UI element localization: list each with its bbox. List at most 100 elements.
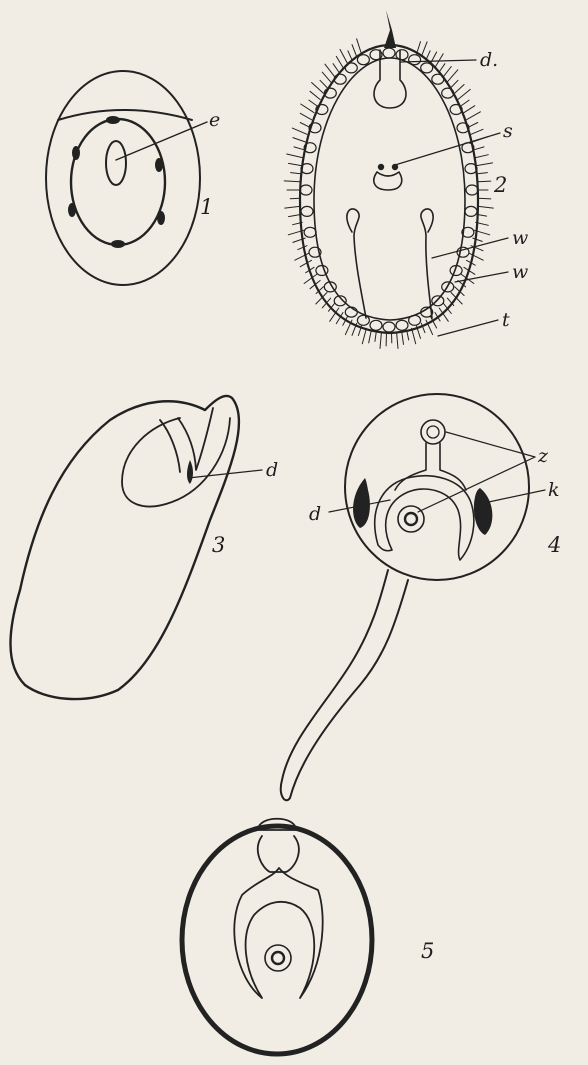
- fig4-lower-cell-ring: [398, 506, 424, 532]
- cilium: [474, 147, 484, 150]
- cilium: [469, 123, 478, 127]
- fig4-lower-cell-core: [405, 513, 417, 525]
- label-w-2: w: [512, 261, 528, 283]
- cilium: [285, 206, 301, 208]
- cilium: [461, 100, 469, 106]
- figure-number-1: 1: [200, 195, 213, 219]
- epidermal-cell: [357, 315, 369, 325]
- cilium: [421, 42, 427, 57]
- fig4-tail: [281, 570, 408, 800]
- cilium: [294, 147, 304, 150]
- leader-t: [438, 320, 498, 336]
- epidermal-cell: [334, 74, 346, 84]
- epidermal-cell: [396, 50, 408, 60]
- egg-nucleus: [106, 141, 126, 185]
- epidermal-cell: [442, 88, 454, 98]
- cilium: [322, 72, 331, 82]
- epidermal-cell: [421, 63, 433, 73]
- cilium: [320, 80, 327, 87]
- cilium: [476, 155, 489, 158]
- figure-number-4: 4: [547, 533, 561, 557]
- label-s: s: [503, 120, 513, 142]
- epidermal-cell: [370, 320, 382, 330]
- epidermal-cell: [304, 227, 316, 237]
- cilium: [300, 113, 311, 119]
- cilium: [455, 85, 465, 94]
- epidermal-cell: [465, 206, 477, 216]
- fig4-body: [345, 394, 529, 580]
- label-e: e: [209, 109, 220, 131]
- cilium: [443, 67, 451, 77]
- cilium: [336, 56, 343, 67]
- larva-inner-wall: [314, 58, 465, 320]
- fig3-notch: [178, 408, 213, 470]
- cilium: [290, 198, 300, 199]
- cilium: [300, 123, 309, 127]
- epidermal-cell: [383, 48, 395, 58]
- epidermal-cell: [432, 296, 444, 306]
- cilium: [291, 173, 301, 174]
- larva-outer-wall: [300, 45, 478, 333]
- label-d-fig4: d: [309, 503, 321, 525]
- epidermal-cell: [345, 63, 357, 73]
- cilium: [473, 238, 482, 241]
- cilium: [357, 39, 362, 54]
- epidermal-cell: [409, 55, 421, 65]
- cilium: [352, 45, 357, 57]
- figure-5-cyst: 5: [182, 819, 434, 1054]
- eyespot-left: [378, 164, 384, 170]
- fig3-pigment: [187, 460, 193, 484]
- cilium: [477, 173, 487, 174]
- cilium: [397, 333, 398, 349]
- epidermal-cell: [409, 315, 421, 325]
- cilium: [348, 51, 352, 60]
- label-d-fig3: d: [266, 459, 278, 481]
- epidermal-cell: [396, 320, 408, 330]
- cilium: [325, 64, 335, 77]
- cilium: [467, 112, 481, 120]
- label-d-fig2: d.: [480, 49, 498, 71]
- cilium: [477, 206, 493, 208]
- cilium: [478, 198, 491, 199]
- label-t: t: [502, 309, 510, 331]
- fig5-cell-ring: [265, 945, 291, 971]
- epidermal-cell: [357, 55, 369, 65]
- figure-number-5: 5: [421, 939, 434, 963]
- label-w-1: w: [512, 227, 528, 249]
- larva-cilia: [284, 39, 493, 349]
- label-k: k: [548, 479, 560, 501]
- fig3-inner-lobe: [122, 418, 230, 506]
- cilium: [458, 89, 470, 99]
- figure-3-larva: d 3: [10, 396, 278, 699]
- cilium: [309, 100, 317, 106]
- fig5-horseshoe: [234, 868, 322, 998]
- cilium: [478, 181, 491, 182]
- cilium: [298, 246, 307, 250]
- cilium: [292, 128, 307, 134]
- leader-z-1: [446, 432, 535, 457]
- leader-w2: [455, 272, 508, 282]
- cilium: [380, 333, 381, 349]
- figure-1-egg: e 1: [46, 71, 220, 285]
- leader-d-fig3: [188, 470, 262, 478]
- cilium: [375, 332, 376, 342]
- leader-k: [484, 490, 545, 503]
- fig5-cell-core: [272, 952, 284, 964]
- cilium: [362, 328, 366, 344]
- cilium: [402, 332, 404, 345]
- cilium: [431, 52, 437, 64]
- figure-4-tailed-larva: z k d 4: [281, 394, 562, 800]
- epidermal-cell: [300, 185, 312, 195]
- larva-apical-spine: [384, 10, 396, 48]
- cilium: [451, 80, 458, 87]
- epidermal-cell: [432, 74, 444, 84]
- fig4-pigment-right: [474, 488, 492, 535]
- larva-nerve-bulb: [374, 172, 402, 190]
- label-z: z: [537, 445, 549, 467]
- fig4-pigment-left: [353, 478, 370, 528]
- epidermal-cell: [316, 266, 328, 276]
- epidermal-cell: [466, 185, 478, 195]
- cilium: [447, 70, 458, 82]
- leader-w1: [432, 238, 508, 258]
